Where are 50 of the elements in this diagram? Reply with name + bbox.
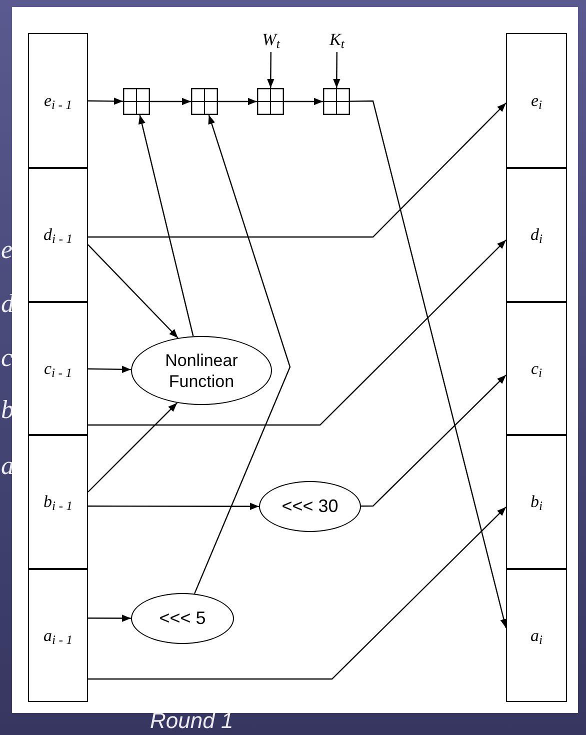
register-label: d$_{i}$ xyxy=(530,224,543,248)
register-box xyxy=(506,569,567,702)
slide-text: c xyxy=(1,342,13,374)
arrow xyxy=(88,614,131,622)
arrow xyxy=(88,402,178,492)
function-label: Nonlinear Function xyxy=(164,350,239,392)
register-box xyxy=(28,302,88,435)
arrow xyxy=(194,114,291,594)
register-label: c$_{i - 1}$ xyxy=(44,358,72,382)
input-label: K$_{t}$ xyxy=(330,29,344,53)
arrow xyxy=(88,98,123,105)
register-label: e$_{i}$ xyxy=(530,90,542,114)
slide-text: Round 1 xyxy=(150,710,234,732)
register-box xyxy=(28,33,88,168)
register-box xyxy=(28,569,88,702)
arrow xyxy=(150,98,191,106)
register-box xyxy=(28,168,88,302)
function-label: <<< 30 xyxy=(282,496,338,517)
register-label: b$_{i}$ xyxy=(530,491,543,515)
adder-box xyxy=(323,88,350,115)
register-box xyxy=(506,168,567,302)
arrow xyxy=(350,100,508,628)
arrow xyxy=(88,366,131,373)
adder-box xyxy=(257,88,284,115)
arrow xyxy=(267,52,274,88)
register-label: d$_{i - 1}$ xyxy=(43,224,73,248)
adder-box xyxy=(123,88,150,115)
input-label: W$_{t}$ xyxy=(262,29,280,53)
arrow xyxy=(88,506,506,680)
register-box xyxy=(506,435,567,569)
arrow xyxy=(88,502,259,510)
register-label: a$_{i}$ xyxy=(530,624,543,648)
arrow xyxy=(88,240,506,426)
function-label: <<< 5 xyxy=(159,608,206,629)
register-label: c$_{i}$ xyxy=(530,358,542,382)
register-label: e$_{i - 1}$ xyxy=(44,90,72,114)
register-label: b$_{i - 1}$ xyxy=(43,491,73,515)
arrow xyxy=(333,52,340,88)
arrow xyxy=(138,114,194,336)
slide-text: e xyxy=(1,234,13,266)
arrow xyxy=(218,98,257,106)
register-box xyxy=(506,302,567,435)
register-box xyxy=(28,435,88,569)
arrow xyxy=(284,98,323,106)
register-label: a$_{i - 1}$ xyxy=(43,624,73,648)
arrow xyxy=(361,374,506,507)
arrow xyxy=(88,244,178,338)
register-box xyxy=(506,33,567,168)
arrow xyxy=(88,102,506,238)
adder-box xyxy=(191,88,218,115)
